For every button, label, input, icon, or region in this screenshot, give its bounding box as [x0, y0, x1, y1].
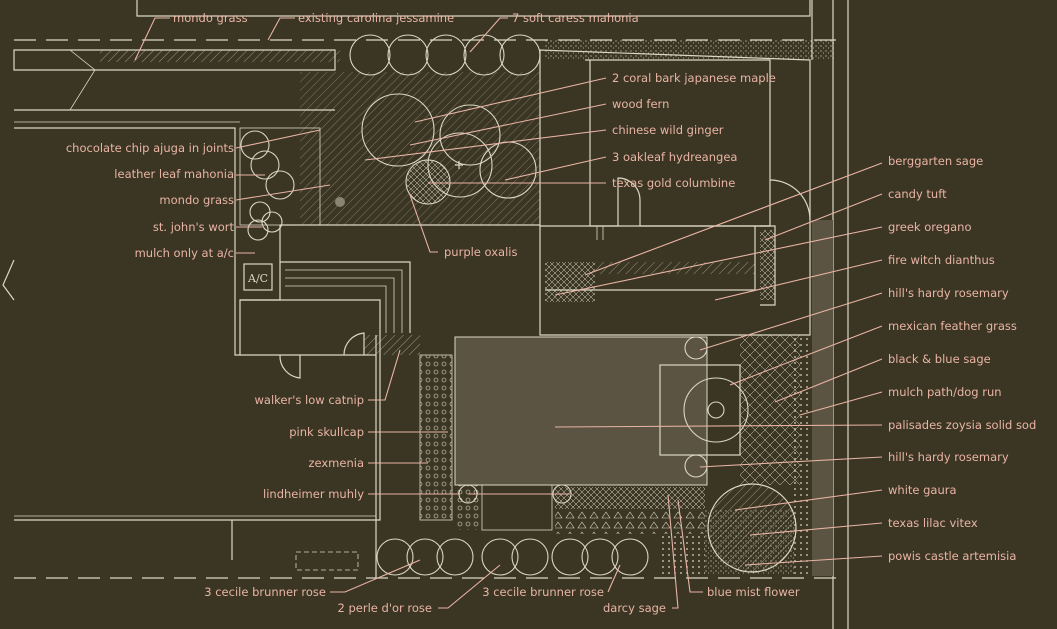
label-carolina-jessamine: existing carolina jessamine	[298, 11, 454, 25]
label-powis-castle: powis castle artemisia	[888, 549, 1016, 563]
label-blue-mist-flower: blue mist flower	[707, 585, 800, 599]
label-candy-tuft: candy tuft	[888, 187, 947, 201]
label-mulch-ac: mulch only at a/c	[135, 246, 234, 260]
label-white-gaura: white gaura	[888, 483, 957, 497]
label-mexican-feather-grass: mexican feather grass	[888, 319, 1017, 333]
label-cecile-rose-1: 3 cecile brunner rose	[204, 585, 326, 599]
label-coral-bark-maple: 2 coral bark japanese maple	[612, 71, 776, 85]
label-texas-lilac-vitex: texas lilac vitex	[888, 516, 978, 530]
label-mondo-grass-left: mondo grass	[159, 193, 234, 207]
label-leaders	[134, 17, 883, 609]
label-purple-oxalis: purple oxalis	[444, 245, 517, 259]
label-soft-caress-mahonia: 7 soft caress mahonia	[512, 11, 639, 25]
ac-unit-label: A/C	[247, 272, 268, 285]
label-greek-oregano: greek oregano	[888, 220, 972, 234]
label-darcy-sage: darcy sage	[603, 601, 666, 615]
label-pink-skullcap: pink skullcap	[289, 425, 364, 439]
label-black-blue-sage: black & blue sage	[888, 352, 991, 366]
label-chinese-wild-ginger: chinese wild ginger	[612, 123, 724, 137]
label-zoysia-sod: palisades zoysia solid sod	[888, 418, 1036, 432]
plant-labels: mondo grass existing carolina jessamine …	[66, 11, 1036, 615]
label-mondo-grass-top: mondo grass	[173, 11, 248, 25]
label-cecile-rose-2: 3 cecile brunner rose	[482, 585, 604, 599]
label-oakleaf-hydrangea: 3 oakleaf hydreangea	[612, 150, 737, 164]
plant-symbols: A/C	[240, 34, 797, 576]
label-zexmenia: zexmenia	[308, 456, 364, 470]
label-berggarten-sage: berggarten sage	[888, 154, 983, 168]
label-texas-gold-columbine: texas gold columbine	[612, 176, 735, 190]
label-perle-rose: 2 perle d'or rose	[338, 601, 432, 615]
label-wood-fern: wood fern	[612, 97, 669, 111]
label-hills-rosemary-1: hill's hardy rosemary	[888, 286, 1009, 300]
label-mulch-path: mulch path/dog run	[888, 385, 1002, 399]
zoysia-lawn	[454, 336, 708, 486]
label-fire-witch-dianthus: fire witch dianthus	[888, 253, 995, 267]
label-lindheimer-muhly: lindheimer muhly	[263, 487, 364, 501]
label-chocolate-chip-ajuga: chocolate chip ajuga in joints	[66, 141, 234, 155]
label-hills-rosemary-2: hill's hardy rosemary	[888, 450, 1009, 464]
label-walkers-catnip: walker's low catnip	[255, 393, 364, 407]
label-leather-leaf-mahonia: leather leaf mahonia	[114, 167, 234, 181]
label-st-johns-wort: st. john's wort	[153, 220, 235, 234]
